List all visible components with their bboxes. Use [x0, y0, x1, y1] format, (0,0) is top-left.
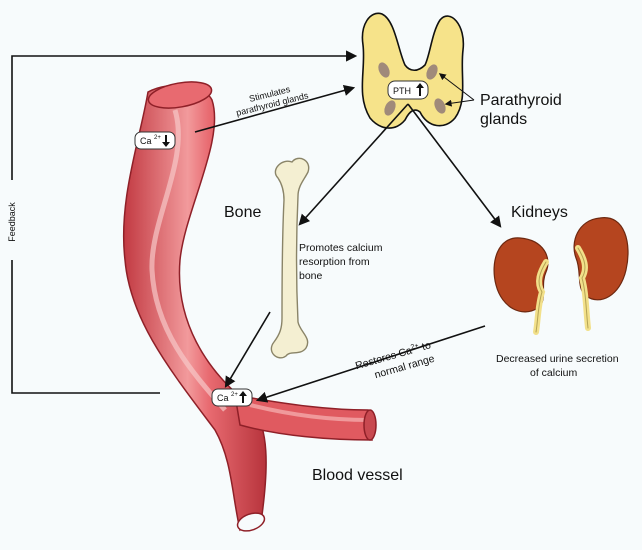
- promotes-label-line2: resorption from: [299, 256, 370, 268]
- kidneys-to-blood-arrow: [255, 325, 486, 403]
- down-arrow-icon: [162, 135, 170, 147]
- up-arrow-icon: [239, 391, 247, 403]
- calcium-low-label: Ca: [140, 136, 152, 146]
- stimulates-arrow: Stimulates parathyroid glands: [194, 84, 356, 133]
- feedback-loop: Feedback: [4, 50, 358, 394]
- bone-label: Bone: [224, 204, 261, 221]
- calcium-low-indicator: Ca 2+: [134, 131, 176, 150]
- pth-label: PTH: [393, 86, 411, 96]
- calcium-high-superscript: 2+: [231, 392, 238, 398]
- promotes-label-line1: Promotes calcium: [299, 242, 383, 254]
- restores-superscript: 2+: [410, 342, 420, 351]
- bone-to-blood-arrow: [224, 311, 271, 388]
- parathyroid-glands-illustration: [361, 12, 465, 129]
- blood-vessel: [122, 81, 377, 532]
- parathyroid-pointers: [438, 73, 475, 107]
- restores-label: Restores Ca2+ to normal range: [354, 339, 436, 381]
- decreased-label-line1: Decreased urine secretion: [496, 353, 619, 365]
- parathyroid-label-line2: glands: [480, 111, 527, 128]
- calcium-low-superscript: 2+: [154, 135, 161, 141]
- pth-indicator: PTH: [387, 80, 429, 100]
- feedback-label: Feedback: [7, 202, 17, 242]
- restores-label-to: to: [418, 339, 433, 354]
- up-arrow-icon: [416, 83, 424, 96]
- bone-illustration: [270, 157, 310, 359]
- blood-vessel-label: Blood vessel: [312, 467, 403, 484]
- parathyroid-label-line1: Parathyroid: [480, 92, 562, 109]
- promotes-label-line3: bone: [299, 270, 323, 282]
- pth-to-kidneys-arrow: [407, 103, 502, 228]
- pth-to-bone-arrow: [298, 103, 409, 226]
- calcium-high-indicator: Ca 2+: [211, 388, 253, 407]
- calcium-high-label: Ca: [217, 393, 229, 403]
- decreased-label-line2: of calcium: [530, 367, 578, 379]
- kidneys-label: Kidneys: [511, 204, 568, 221]
- kidneys-illustration: [493, 217, 629, 335]
